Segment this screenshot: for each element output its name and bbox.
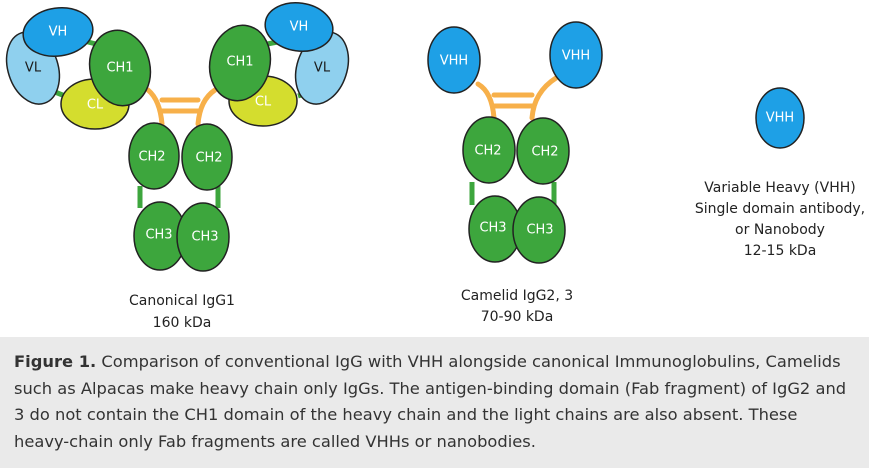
figure-caption-panel: Figure 1. Comparison of conventional IgG…	[0, 337, 869, 468]
canonical-left-ch1-label: CH1	[106, 61, 133, 76]
camelid-right-vhh-domain	[549, 21, 603, 89]
canonical-hinge	[145, 87, 218, 127]
canonical-right-ch3-label: CH3	[191, 230, 218, 245]
canonical-right-ch2-label: CH2	[195, 151, 222, 166]
camelid-right-ch3-domain	[512, 196, 566, 264]
camelid-left-vhh-domain	[427, 26, 481, 94]
camelid-left-ch3-label: CH3	[479, 221, 506, 236]
vhh-description-line1: Variable Heavy (VHH)	[704, 180, 855, 196]
vhh-description-line3: or Nanobody	[735, 222, 825, 238]
canonical-left-ch2-domain	[128, 122, 180, 190]
canonical-right-vh-domain	[264, 2, 334, 52]
canonical-left-vl-label: VL	[25, 61, 42, 76]
canonical-right-ch3-domain	[176, 202, 230, 272]
vhh-description-line4: 12-15 kDa	[744, 243, 817, 259]
camelid-left-ch2-domain	[462, 116, 516, 184]
camelid-igg-size: 70-90 kDa	[481, 309, 554, 325]
camelid-hinge	[475, 75, 559, 121]
canonical-igg1-size: 160 kDa	[153, 315, 212, 331]
vhh-single-label: VHH	[766, 111, 794, 126]
figure-caption-label: Figure 1.	[14, 352, 97, 371]
canonical-right-ch1-domain	[208, 24, 272, 102]
camelid-igg-structure: VHH VHH CH2 CH2 CH3 CH3 Camelid IgG2, 3 …	[427, 21, 603, 325]
diagram-panel: VH VL CH1 CL VH VL CH1 CL CH2 CH2 CH3 CH…	[5, 2, 866, 331]
canonical-left-vh-label: VH	[49, 25, 68, 40]
antibody-diagram: VH VL CH1 CL VH VL CH1 CL CH2 CH2 CH3 CH…	[5, 2, 865, 331]
camelid-right-ch3-label: CH3	[526, 223, 553, 238]
vhh-single-domain	[755, 87, 805, 149]
canonical-right-vh-label: VH	[290, 20, 309, 35]
camelid-left-vhh-label: VHH	[440, 54, 468, 69]
vhh-description-line2: Single domain antibody,	[695, 201, 865, 217]
camelid-linkers	[469, 182, 557, 205]
canonical-right-vl-label: VL	[314, 61, 331, 76]
canonical-igg1-structure: VH VL CH1 CL VH VL CH1 CL CH2 CH2 CH3 CH…	[5, 2, 350, 331]
canonical-right-cl-label: CL	[255, 95, 272, 110]
canonical-left-ch1-domain	[88, 29, 152, 107]
camelid-left-ch2-label: CH2	[474, 144, 501, 159]
canonical-igg1-title: Canonical IgG1	[129, 293, 235, 309]
figure-caption: Figure 1. Comparison of conventional IgG…	[14, 349, 847, 455]
canonical-right-ch1-label: CH1	[226, 55, 253, 70]
vhh-single-structure: VHH Variable Heavy (VHH) Single domain a…	[695, 87, 865, 259]
canonical-left-cl-label: CL	[87, 98, 104, 113]
canonical-left-vh-domain	[22, 6, 94, 58]
camelid-right-vhh-label: VHH	[562, 49, 590, 64]
canonical-left-ch3-label: CH3	[145, 228, 172, 243]
camelid-igg-title: Camelid IgG2, 3	[461, 288, 573, 304]
canonical-left-ch2-label: CH2	[138, 150, 165, 165]
camelid-right-ch2-label: CH2	[531, 145, 558, 160]
canonical-right-ch2-domain	[181, 123, 233, 191]
camelid-right-ch2-domain	[516, 117, 570, 185]
figure-caption-text: Comparison of conventional IgG with VHH …	[14, 352, 847, 451]
